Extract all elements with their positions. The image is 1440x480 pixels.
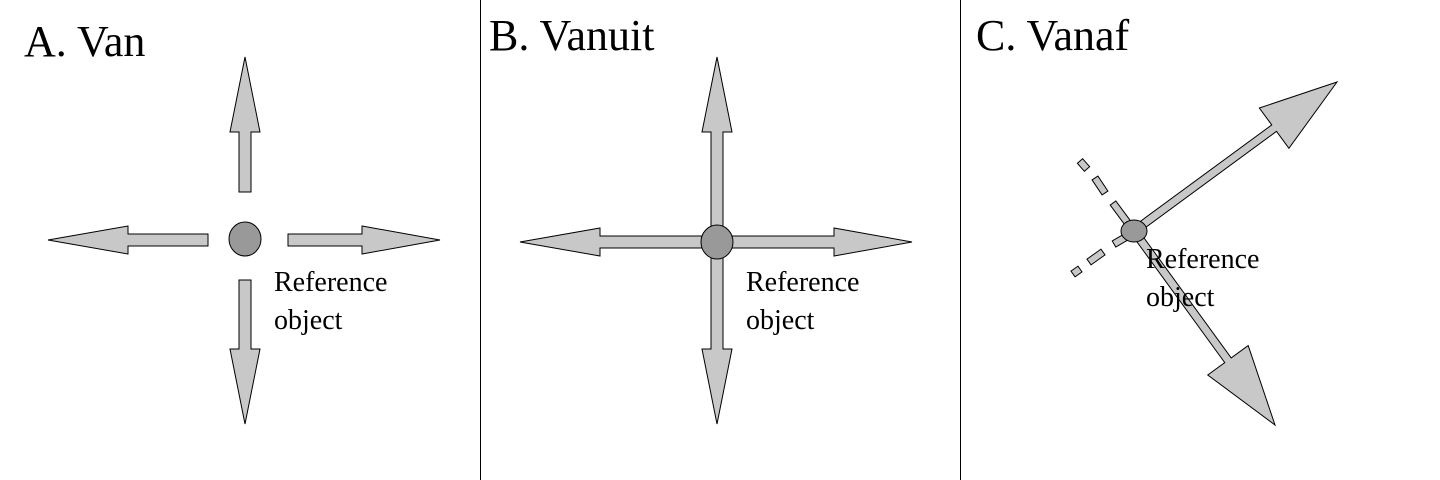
panel-c-vanaf: C. Vanaf Reference object <box>976 11 1339 427</box>
dashed-axis-segment <box>1076 157 1091 173</box>
panel-a-van: A. Van Reference object <box>24 17 441 425</box>
arrow-up <box>229 56 261 193</box>
dashed-axis-segment <box>1091 175 1109 196</box>
reference-object <box>700 224 734 260</box>
arrow-down <box>229 279 261 425</box>
arrow-down <box>701 241 733 425</box>
reference-label: Reference <box>274 267 387 298</box>
reference-object <box>228 221 262 257</box>
panel-title: C. Vanaf <box>976 11 1130 60</box>
arrow-down-right <box>1130 227 1276 427</box>
panel-title: A. Van <box>24 17 145 66</box>
reference-label: Reference <box>1146 244 1259 275</box>
reference-label-line2: object <box>274 305 343 336</box>
reference-label-line2: object <box>1146 282 1215 313</box>
reference-object <box>1120 219 1148 243</box>
dashed-axis-segment <box>1086 248 1106 266</box>
arrow-up <box>701 56 733 243</box>
reference-label-line2: object <box>746 305 815 336</box>
reference-label: Reference <box>746 267 859 298</box>
arrow-right <box>287 225 441 255</box>
dashed-axis-segment <box>1070 265 1083 278</box>
panel-title: B. Vanuit <box>489 11 654 60</box>
arrow-left <box>519 227 718 257</box>
panel-b-vanuit: B. Vanuit Reference object <box>489 11 913 425</box>
arrow-right <box>716 227 913 257</box>
arrow-left <box>47 225 209 255</box>
arrow-up-right <box>1130 81 1339 235</box>
